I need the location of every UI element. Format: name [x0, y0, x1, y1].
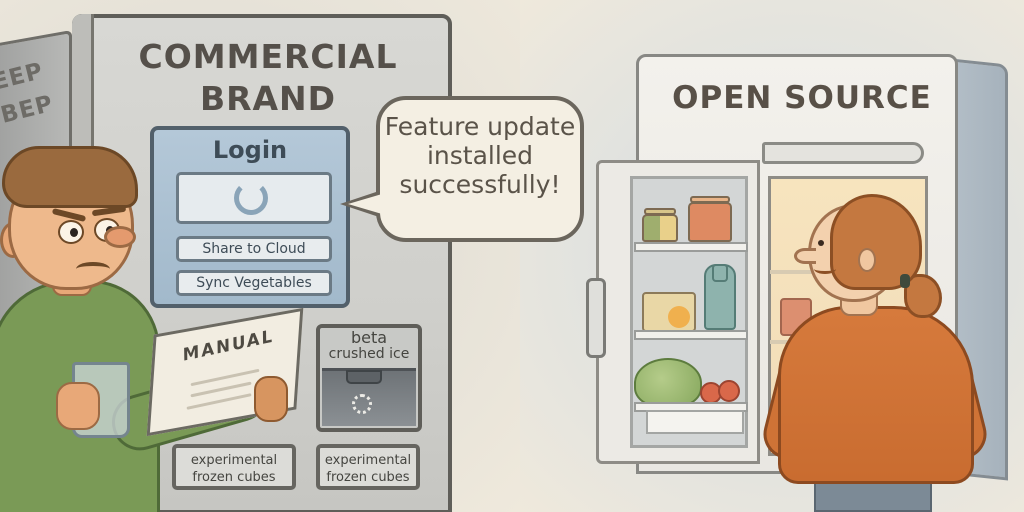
woman-nose	[794, 248, 816, 264]
sync-vegetables-button[interactable]: Sync Vegetables	[176, 270, 332, 296]
open-source-title: OPEN SOURCE	[672, 80, 932, 116]
woman-smile	[814, 264, 836, 274]
man-hair	[2, 146, 138, 208]
woman-ponytail	[904, 274, 942, 318]
experimental-frozen-cubes-button[interactable]: experimental frozen cubes	[172, 444, 296, 490]
door-shelf	[634, 242, 748, 252]
share-to-cloud-button[interactable]: Share to Cloud	[176, 236, 332, 262]
bottle	[704, 264, 736, 330]
jar-lid	[644, 208, 676, 215]
speech-bubble	[376, 96, 584, 242]
dispenser-label-beta: beta	[350, 328, 388, 347]
bottle-neck	[712, 264, 728, 282]
speech-bubble-text: Feature update installed successfully!	[384, 112, 576, 199]
man-nose	[104, 226, 136, 248]
lettuce	[634, 358, 702, 408]
man-hand-holding-manual	[254, 376, 288, 422]
dispenser-lever[interactable]	[346, 370, 382, 384]
freezer-handle[interactable]	[762, 142, 924, 164]
jar-green	[642, 214, 678, 242]
door-shelf	[634, 330, 748, 340]
woman-torso	[778, 306, 974, 484]
woman-ear	[858, 248, 876, 272]
experimental-frozen-cubes-button-2[interactable]: experimental frozen cubes	[316, 444, 420, 490]
cheese-wheel	[668, 306, 690, 328]
dispenser-label-crushed-ice: crushed ice	[328, 346, 410, 362]
dispenser-light-icon	[352, 394, 372, 414]
woman-eye	[818, 240, 824, 246]
fridge-door-handle[interactable]	[586, 278, 606, 358]
man-pupil	[70, 228, 78, 237]
interior-shelf	[770, 270, 822, 274]
crisper-drawer	[646, 410, 744, 434]
loading-spinner-icon	[234, 181, 268, 215]
man-hand-holding-glass	[56, 382, 100, 430]
login-title: Login	[212, 136, 288, 164]
tomato	[718, 380, 740, 402]
jar-red	[688, 202, 732, 242]
jar-lid	[690, 196, 730, 203]
hair-tie	[900, 274, 910, 288]
commercial-brand-title: COMMERCIAL BRAND	[138, 37, 398, 118]
man-frown	[76, 262, 110, 276]
speech-bubble-tail-fill	[348, 194, 382, 214]
dispenser-label: beta crushed ice	[316, 328, 422, 363]
